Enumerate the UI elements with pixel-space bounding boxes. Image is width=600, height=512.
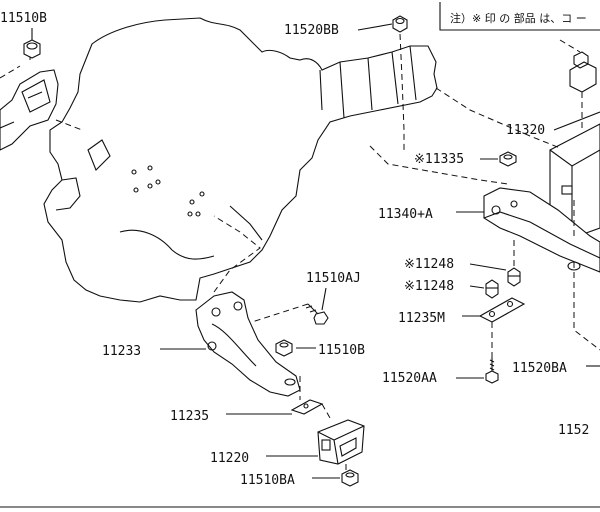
leader-11248-2 bbox=[469, 285, 485, 289]
leader-11520bb bbox=[357, 23, 393, 31]
label-11510aj: 11510AJ bbox=[306, 271, 361, 286]
bolt-11520aa bbox=[485, 358, 499, 384]
label-11233: 11233 bbox=[102, 344, 141, 359]
nut-11510b-top bbox=[23, 39, 41, 59]
leader-11320 bbox=[553, 111, 600, 131]
label-11510ba: 11510BA bbox=[240, 473, 295, 488]
bolt-11520bb bbox=[392, 15, 408, 33]
label-11520aa: 11520AA bbox=[382, 371, 437, 386]
leader-11248-1 bbox=[469, 263, 507, 271]
bolt-11510aj bbox=[305, 303, 329, 325]
label-11520ba: 11520BA bbox=[512, 361, 567, 376]
nut-11510b bbox=[275, 339, 293, 357]
engine-transmission-outline bbox=[43, 17, 438, 303]
nut-11510ba bbox=[341, 469, 359, 487]
bushing-11248-a bbox=[507, 267, 521, 287]
insulator-11220 bbox=[317, 419, 365, 465]
plate-11235m bbox=[478, 297, 526, 323]
dash-11340a bbox=[573, 262, 600, 351]
upper-mount-insulator bbox=[569, 51, 597, 93]
dash-11233 bbox=[213, 215, 261, 293]
label-11235m: 11235M bbox=[398, 311, 445, 326]
label-11220: 11220 bbox=[210, 451, 249, 466]
label-11335: ※11335 bbox=[414, 152, 464, 167]
rear-mount-member-11340a bbox=[483, 187, 600, 273]
dash-11320 bbox=[435, 87, 561, 149]
note-box: 注）※ 印 の 部品 は、コ ー bbox=[439, 2, 600, 31]
label-11248-2: ※11248 bbox=[404, 279, 454, 294]
dash-11235 bbox=[321, 403, 331, 419]
part-11335 bbox=[499, 151, 517, 167]
bushing-11248-b bbox=[485, 279, 499, 299]
dash-11520bb bbox=[399, 33, 405, 150]
dash-11510aj bbox=[251, 303, 309, 323]
label-11510b-top: 11510B bbox=[0, 11, 47, 26]
plate-11235 bbox=[290, 399, 324, 415]
label-11340a: 11340+A bbox=[378, 207, 433, 222]
dash-upper-mount-2 bbox=[559, 39, 581, 53]
label-11248-1: ※11248 bbox=[404, 257, 454, 272]
label-11320: 11320 bbox=[506, 123, 545, 138]
note-text: 注）※ 印 の 部品 は、コ ー bbox=[450, 11, 587, 25]
leader-11510aj bbox=[321, 287, 327, 311]
label-11510b: 11510B bbox=[318, 343, 365, 358]
dash-11335 bbox=[369, 145, 509, 185]
label-1152: 1152 bbox=[558, 423, 589, 438]
label-11235: 11235 bbox=[170, 409, 209, 424]
left-mount-bracket bbox=[0, 40, 83, 151]
label-11520bb: 11520BB bbox=[284, 23, 339, 38]
